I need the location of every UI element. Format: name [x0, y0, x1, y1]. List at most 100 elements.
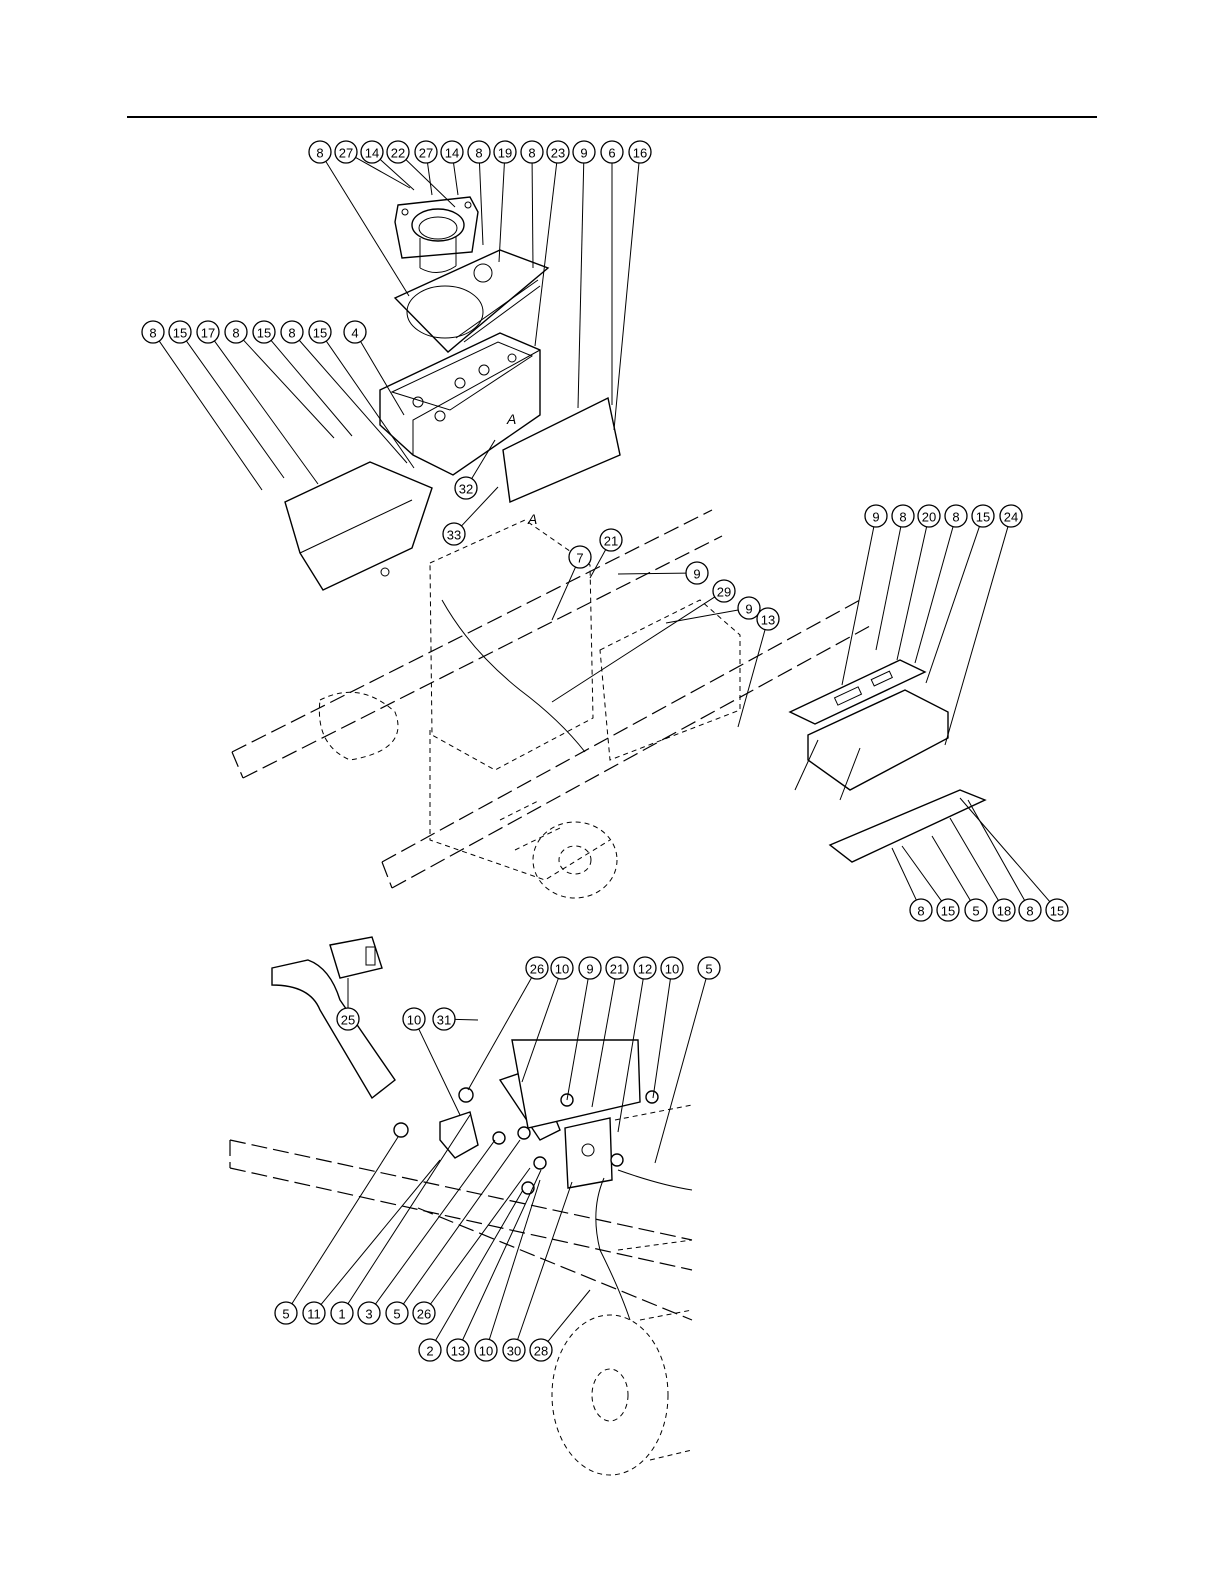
- callout-leader: [902, 846, 942, 901]
- callout-1: 1: [331, 1302, 353, 1324]
- callout-label: 8: [528, 146, 535, 161]
- callout-label: 8: [149, 326, 156, 341]
- callout-15: 15: [169, 321, 191, 343]
- callout-label: 28: [534, 1344, 548, 1359]
- callout-leader: [842, 527, 874, 685]
- callout-leader: [950, 818, 998, 901]
- callout-16: 16: [629, 141, 651, 163]
- callout-label: 27: [339, 146, 353, 161]
- callout-19: 19: [494, 141, 516, 163]
- callout-9: 9: [865, 505, 887, 527]
- callout-label: 8: [917, 904, 924, 919]
- callout-label: 9: [745, 602, 752, 617]
- callout-label: 9: [693, 567, 700, 582]
- callout-label: 27: [419, 146, 433, 161]
- view-label-a-top: A: [506, 411, 516, 427]
- callout-label: 5: [705, 962, 712, 977]
- callout-label: 20: [922, 510, 936, 525]
- lower-right-cover: [830, 790, 985, 862]
- callout-10: 10: [661, 957, 683, 979]
- callout-32: 32: [455, 477, 477, 499]
- callout-8: 8: [468, 141, 490, 163]
- callout-26: 26: [526, 957, 548, 979]
- callout-label: 15: [173, 326, 187, 341]
- callout-label: 15: [313, 326, 327, 341]
- callout-leader: [915, 527, 953, 663]
- callout-8: 8: [910, 899, 932, 921]
- callout-15: 15: [972, 505, 994, 527]
- callout-label: 3: [365, 1307, 372, 1322]
- callout-10: 10: [551, 957, 573, 979]
- callout-2: 2: [419, 1339, 441, 1361]
- callout-label: 24: [1004, 510, 1018, 525]
- callout-label: 14: [445, 146, 459, 161]
- callout-33: 33: [443, 523, 465, 545]
- callout-label: 2: [426, 1344, 433, 1359]
- callout-27: 27: [415, 141, 437, 163]
- callout-leader: [552, 597, 715, 702]
- callout-label: 16: [633, 146, 647, 161]
- callout-label: 8: [475, 146, 482, 161]
- callout-leader: [436, 1190, 523, 1340]
- lever-knob: [330, 937, 382, 978]
- callout-label: 15: [976, 510, 990, 525]
- flange-assembly: [395, 197, 478, 273]
- callout-leader: [548, 1290, 590, 1341]
- flange-plate: [395, 250, 548, 352]
- callout-leader: [876, 527, 901, 650]
- callout-label: 23: [551, 146, 565, 161]
- callout-label: 17: [201, 326, 215, 341]
- callout-15: 15: [937, 899, 959, 921]
- callout-leader: [932, 836, 970, 901]
- callout-leader: [455, 1019, 478, 1020]
- callout-8: 8: [521, 141, 543, 163]
- callout-leader: [653, 979, 670, 1098]
- callout-29: 29: [713, 580, 735, 602]
- callout-label: 1: [338, 1307, 345, 1322]
- callout-label: 8: [316, 146, 323, 161]
- callout-14: 14: [361, 141, 383, 163]
- callout-leader: [655, 979, 706, 1163]
- callout-5: 5: [386, 1302, 408, 1324]
- callout-26: 26: [413, 1302, 435, 1324]
- callout-label: 7: [576, 551, 583, 566]
- callout-leader: [186, 341, 284, 478]
- callout-leader: [614, 163, 639, 430]
- callout-label: 14: [365, 146, 379, 161]
- throttle-cable: [596, 1170, 692, 1320]
- callout-25: 25: [337, 1008, 359, 1030]
- callout-leader: [428, 163, 432, 195]
- callout-31: 31: [433, 1008, 455, 1030]
- callout-leader: [214, 341, 318, 484]
- callout-label: 11: [307, 1307, 321, 1322]
- callout-label: 10: [407, 1013, 421, 1028]
- callout-leader: [499, 163, 504, 262]
- callout-9: 9: [579, 957, 601, 979]
- callout-leader: [380, 159, 414, 190]
- callout-21: 21: [600, 529, 622, 551]
- callout-leader: [535, 163, 557, 346]
- callout-label: 13: [761, 613, 775, 628]
- callout-label: 15: [257, 326, 271, 341]
- callout-label: 8: [288, 326, 295, 341]
- callout-label: 15: [1050, 904, 1064, 919]
- callout-label: 4: [351, 326, 358, 341]
- view-label-a-frame: A: [527, 511, 537, 527]
- callout-label: 18: [997, 904, 1011, 919]
- callout-17: 17: [197, 321, 219, 343]
- callout-label: 5: [972, 904, 979, 919]
- callout-leader: [578, 163, 584, 408]
- callout-label: 10: [479, 1344, 493, 1359]
- callout-leader: [430, 1168, 530, 1304]
- callout-label: 30: [507, 1344, 521, 1359]
- callout-label: 22: [391, 146, 405, 161]
- callout-label: 19: [498, 146, 512, 161]
- callout-label: 10: [665, 962, 679, 977]
- callout-leader: [243, 340, 334, 438]
- callout-label: 32: [459, 482, 473, 497]
- callout-label: 25: [341, 1013, 355, 1028]
- callout-label: 33: [447, 528, 461, 543]
- callout-27: 27: [335, 141, 357, 163]
- callout-4: 4: [344, 321, 366, 343]
